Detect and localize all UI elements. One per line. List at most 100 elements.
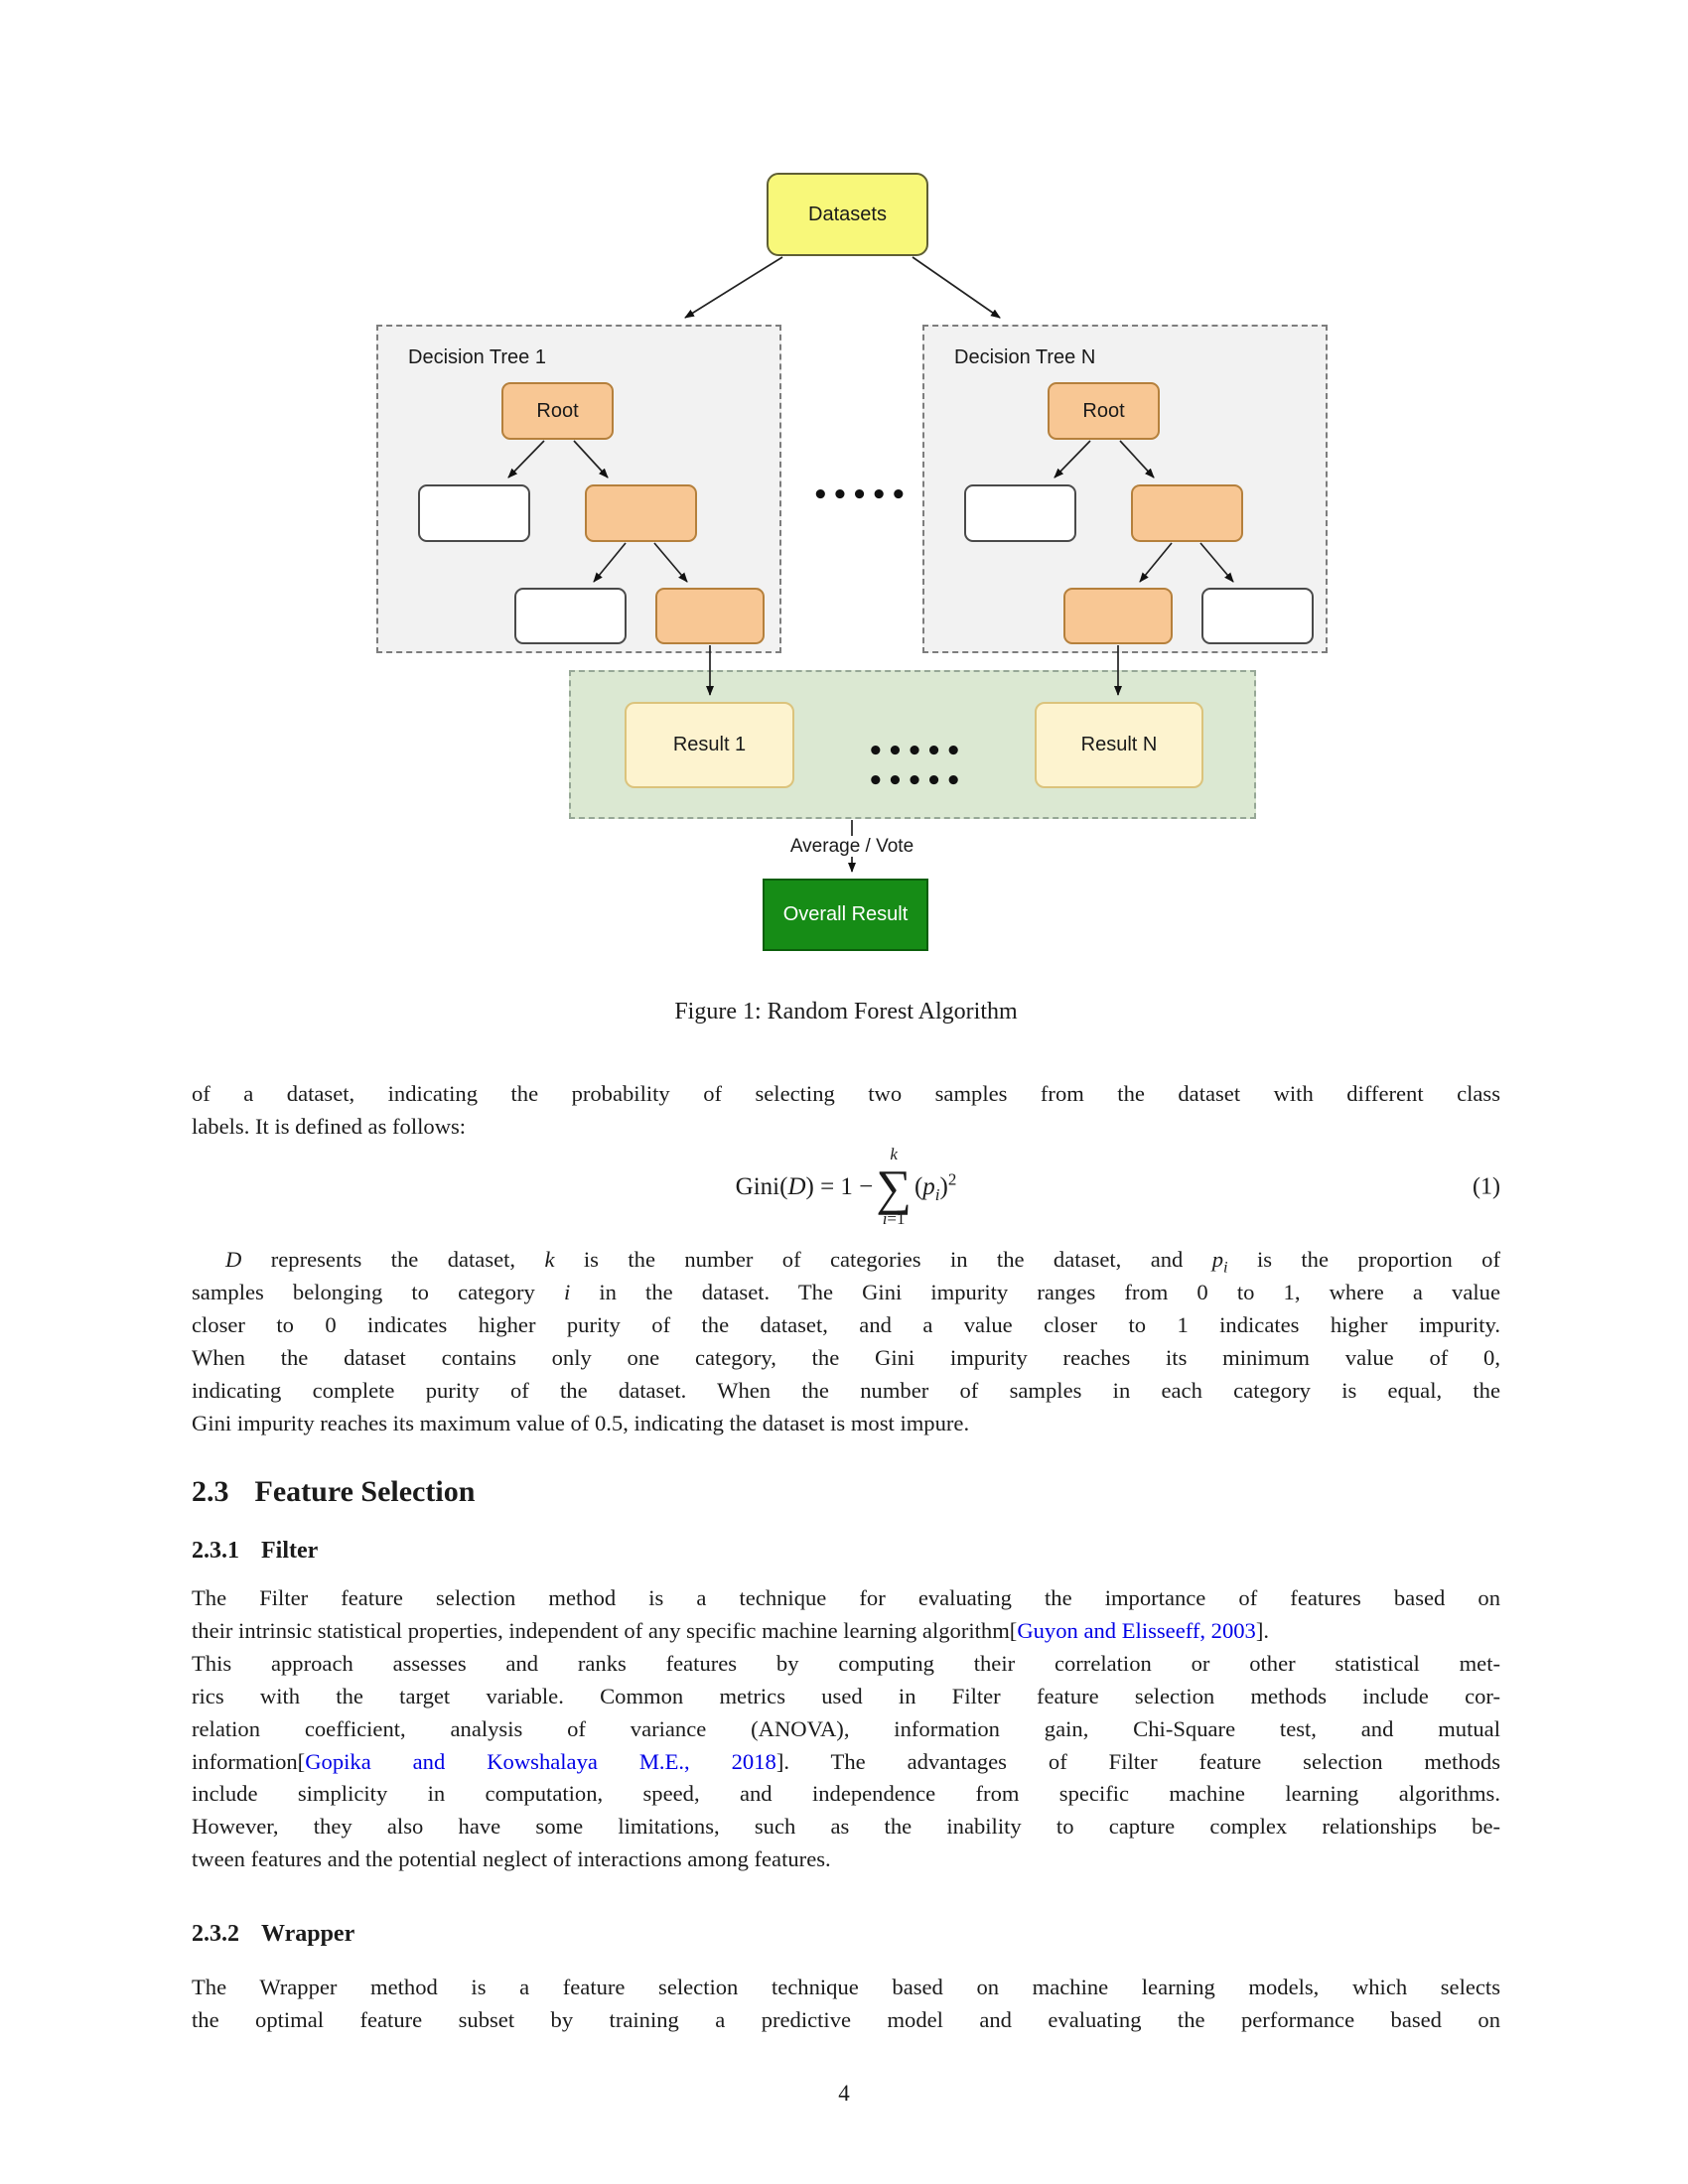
- tree1-internal-node: [585, 484, 697, 542]
- text-run: D: [225, 1247, 242, 1272]
- subsection-title: Wrapper: [261, 1921, 355, 1947]
- datasets-node: Datasets: [767, 173, 928, 256]
- text-line: rics with the target variable. Common me…: [192, 1681, 1500, 1713]
- treeN-internal-node: [1131, 484, 1243, 542]
- root-label: Root: [536, 399, 579, 422]
- text-run: closer to 0 indicates higher purity of t…: [192, 1311, 1500, 1337]
- average-vote-label: Average / Vote: [783, 836, 920, 857]
- text-run: Gini impurity reaches its maximum value …: [192, 1410, 970, 1435]
- text-run: information[: [192, 1748, 306, 1774]
- text-line: The Wrapper method is a feature selectio…: [192, 1972, 1500, 2004]
- text-run: samples belonging to category: [192, 1279, 564, 1304]
- figure-random-forest: Datasets Decision Tree 1 Decision Tree N…: [0, 0, 1688, 1052]
- eq-paren-close: ): [939, 1172, 948, 1200]
- eq-paren-open: (: [914, 1172, 923, 1200]
- section-heading-2-3: 2.3 Feature Selection: [192, 1475, 1500, 1509]
- subsection-number: 2.3.2: [192, 1921, 239, 1947]
- text-run: their intrinsic statistical properties, …: [192, 1617, 1018, 1643]
- text-line: relation coefficient, analysis of varian…: [192, 1713, 1500, 1746]
- tree1-internal-node-2: [655, 588, 765, 644]
- text-run: i: [1223, 1258, 1228, 1277]
- page-number: 4: [838, 2081, 850, 2106]
- result-n-node: Result N: [1035, 702, 1203, 788]
- subsection-number: 2.3.1: [192, 1538, 239, 1564]
- equation-1: Gini(D) = 1 − k ∑ i=1 (pi)2 (1): [192, 1129, 1500, 1246]
- sum-lower-limit: i: [882, 1209, 888, 1228]
- treeN-root-node: Root: [1048, 382, 1160, 440]
- text-run: ].: [1255, 1617, 1270, 1643]
- text-line: the optimal feature subset by training a…: [192, 2004, 1500, 2037]
- tree1-leaf-node: [418, 484, 530, 542]
- citation-link[interactable]: Gopika and Kowshalaya M.E., 2018: [305, 1748, 776, 1774]
- paragraph-gini-intro: of a dataset, indicating the probability…: [192, 1078, 1500, 1144]
- eq-p-sub: i: [934, 1184, 940, 1204]
- text-run: the optimal feature subset by training a…: [192, 2006, 1500, 2032]
- subsection-title: Filter: [261, 1538, 319, 1564]
- text-line: However, they also have some limitations…: [192, 1811, 1500, 1843]
- text-run: indicating complete purity of the datase…: [192, 1377, 1500, 1403]
- ellipsis-between-results: ••••• •••••: [867, 737, 965, 796]
- subsection-heading-2-3-2: 2.3.2 Wrapper: [192, 1918, 1500, 1951]
- paragraph-filter: The Filter feature selection method is a…: [192, 1582, 1500, 1876]
- result-1-node: Result 1: [625, 702, 794, 788]
- text-run: labels. It is defined as follows:: [192, 1113, 467, 1139]
- text-line: closer to 0 indicates higher purity of t…: [192, 1309, 1500, 1342]
- text-run: is the proportion of: [1227, 1247, 1500, 1272]
- text-line: samples belonging to category i in the d…: [192, 1277, 1500, 1309]
- text-line: their intrinsic statistical properties, …: [192, 1615, 1500, 1648]
- tree1-leaf-node-2: [514, 588, 627, 644]
- section-number: 2.3: [192, 1475, 229, 1508]
- text-line: labels. It is defined as follows:: [192, 1111, 1500, 1144]
- text-line: The Filter feature selection method is a…: [192, 1582, 1500, 1615]
- text-run: relation coefficient, analysis of varian…: [192, 1715, 1500, 1741]
- treeN-leaf-node-2: [1201, 588, 1314, 644]
- text-line: This approach assesses and ranks feature…: [192, 1648, 1500, 1681]
- text-run: This approach assesses and ranks feature…: [192, 1650, 1500, 1676]
- text-run: The Wrapper method is a feature selectio…: [192, 1975, 1500, 1999]
- paragraph-gini-explanation: D represents the dataset, k is the numbe…: [192, 1244, 1500, 1439]
- text-line: D represents the dataset, k is the numbe…: [192, 1244, 1500, 1277]
- text-run: The Filter feature selection method is a…: [192, 1585, 1500, 1610]
- text-run: include simplicity in computation, speed…: [192, 1781, 1500, 1807]
- equation-number: (1): [1473, 1173, 1500, 1200]
- figure-caption: Figure 1: Random Forest Algorithm: [674, 999, 1018, 1024]
- eq-mid: ) = 1 −: [805, 1172, 874, 1200]
- decision-tree-1-label: Decision Tree 1: [408, 346, 546, 368]
- gini-equation: Gini(D) = 1 − k ∑ i=1 (pi)2: [192, 1129, 1500, 1246]
- paragraph-wrapper: The Wrapper method is a feature selectio…: [192, 1972, 1500, 2037]
- text-run: of a dataset, indicating the probability…: [192, 1081, 1500, 1106]
- text-run: When the dataset contains only one categ…: [192, 1344, 1500, 1370]
- text-run: rics with the target variable. Common me…: [192, 1683, 1500, 1708]
- eq-p: p: [922, 1172, 935, 1200]
- text-run: represents the dataset,: [241, 1247, 545, 1272]
- text-line: When the dataset contains only one categ…: [192, 1342, 1500, 1375]
- text-run: tween features and the potential neglect…: [192, 1846, 831, 1872]
- sum-lower-eq: =1: [887, 1209, 906, 1228]
- text-line: Gini impurity reaches its maximum value …: [192, 1408, 1500, 1440]
- citation-link[interactable]: Guyon and Elisseeff, 2003: [1017, 1617, 1256, 1643]
- text-run: is the number of categories in the datas…: [554, 1247, 1212, 1272]
- eq-var: D: [787, 1172, 806, 1200]
- ellipsis-between-trees: •••••: [812, 480, 911, 510]
- treeN-internal-node-2: [1063, 588, 1173, 644]
- datasets-label: Datasets: [808, 203, 887, 225]
- eq-exponent: 2: [947, 1169, 957, 1189]
- result-1-label: Result 1: [672, 734, 747, 755]
- text-run: However, they also have some limitations…: [192, 1814, 1500, 1840]
- text-line: include simplicity in computation, speed…: [192, 1778, 1500, 1811]
- eq-fn: Gini(: [735, 1172, 788, 1200]
- text-run: k: [544, 1247, 555, 1272]
- text-run: ]. The advantages of Filter feature sele…: [775, 1748, 1500, 1774]
- result-n-label: Result N: [1080, 734, 1158, 755]
- text-line: of a dataset, indicating the probability…: [192, 1078, 1500, 1111]
- text-run: in the dataset. The Gini impurity ranges…: [570, 1279, 1500, 1304]
- section-title: Feature Selection: [254, 1475, 476, 1508]
- overall-result-node: Overall Result: [763, 879, 928, 951]
- average-vote-label-wrap: Average / Vote: [753, 836, 951, 858]
- text-run: p: [1211, 1247, 1224, 1272]
- text-line: tween features and the potential neglect…: [192, 1843, 1500, 1876]
- tree1-root-node: Root: [501, 382, 614, 440]
- summation: k ∑ i=1: [876, 1145, 912, 1228]
- text-line: information[Gopika and Kowshalaya M.E., …: [192, 1746, 1500, 1779]
- sum-upper-limit: k: [890, 1145, 898, 1164]
